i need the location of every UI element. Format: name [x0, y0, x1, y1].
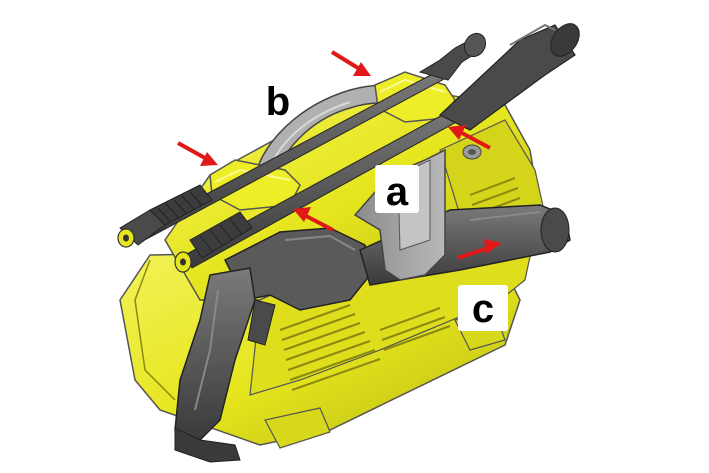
arrow-gun-hose [457, 239, 502, 260]
arrow-lance-rear [448, 125, 491, 150]
callout-b: b [266, 80, 290, 124]
callout-a-label: a [386, 170, 409, 214]
callout-c: c [458, 285, 508, 331]
holder-front [209, 159, 301, 211]
callout-a-box [375, 165, 419, 213]
spray-gun [174, 204, 571, 463]
arrow-holder-front [177, 141, 218, 166]
callout-a: a [375, 165, 419, 214]
callout-b-label: b [266, 80, 290, 124]
callout-c-label: c [472, 287, 494, 331]
arrow-holder-rear [330, 50, 371, 76]
spray-lance [117, 32, 487, 248]
arrow-lance-front [293, 207, 334, 232]
callout-c-box [458, 285, 508, 331]
indicator-arrows [177, 50, 502, 260]
dirt-blaster-lance [174, 23, 580, 273]
